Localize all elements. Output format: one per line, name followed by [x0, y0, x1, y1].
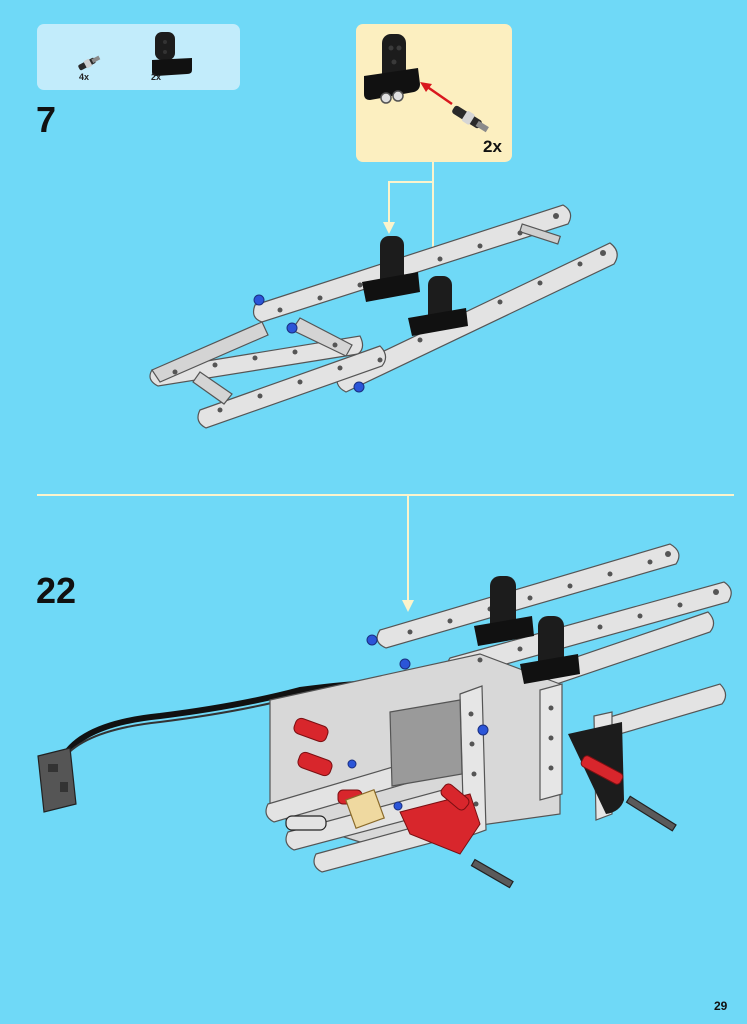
- main-step-number: 22: [36, 570, 77, 611]
- step-22-model-illustration: [37, 496, 732, 889]
- sub-step-number: 7: [36, 99, 57, 140]
- gear-element: [345, 789, 385, 829]
- axle-pin-quantity: 4x: [79, 72, 90, 82]
- axle-pin-icon: [78, 55, 101, 71]
- callout-connector-line: [388, 162, 434, 225]
- parts-list-box: 4x 2x: [37, 24, 240, 90]
- black-bracket-icon: [152, 32, 192, 76]
- callout-arrow-head: [383, 222, 395, 234]
- frame-holes: [407, 551, 719, 807]
- insert-arrow-head: [420, 82, 432, 92]
- output-axles: [285, 795, 677, 889]
- sub-assembly-art: [364, 34, 489, 133]
- section-divider: [37, 494, 734, 496]
- placement-arrow-head: [402, 600, 414, 612]
- motor-connector: [37, 747, 77, 813]
- blue-pins-22: [347, 634, 489, 811]
- black-brackets-installed: [362, 236, 468, 336]
- sub-assembly-quantity: 2x: [483, 137, 502, 156]
- red-parts: [293, 717, 624, 855]
- blue-pins: [253, 294, 365, 393]
- insert-arrow: [425, 84, 453, 106]
- holes-pattern: [172, 213, 606, 413]
- page-number: 29: [714, 999, 728, 1013]
- black-bracket-quantity: 2x: [151, 72, 162, 82]
- sub-assembly-callout: 2x: [356, 24, 512, 162]
- bracket-assembly: [364, 34, 420, 104]
- axle-pin-part: [452, 105, 489, 133]
- parts-list-art: [78, 32, 192, 76]
- step-7-model-illustration: [149, 162, 618, 429]
